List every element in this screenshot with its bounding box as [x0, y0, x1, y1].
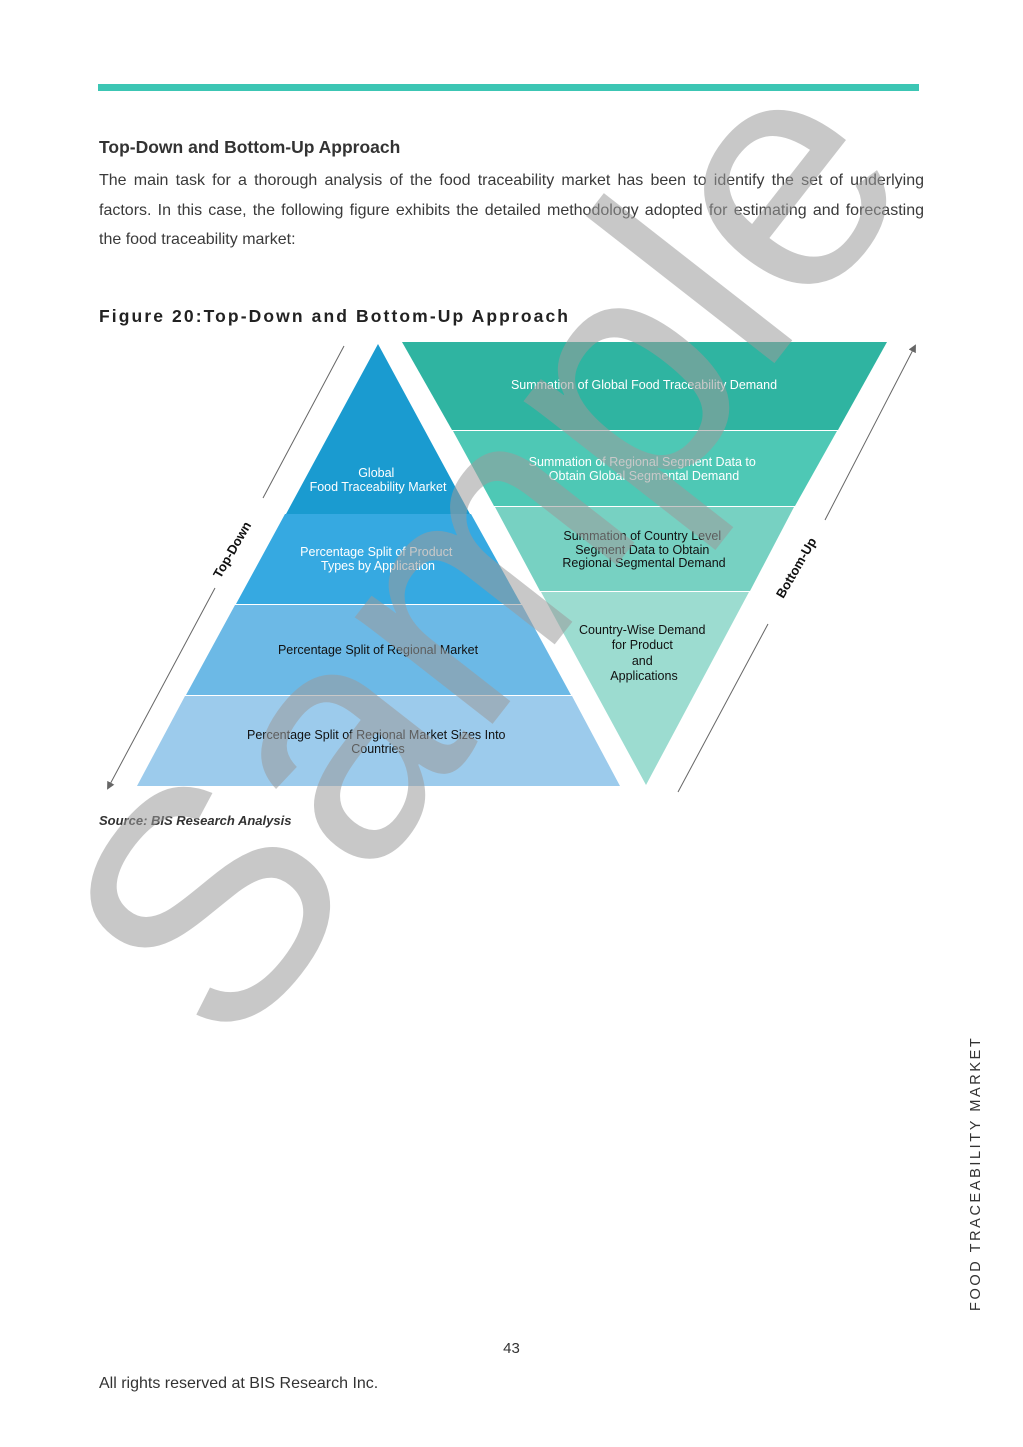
- inverted-label-2: Summation of Regional Segment Data to Ob…: [529, 455, 760, 483]
- inverted-label-3: Summation of Country Level Segment Data …: [562, 529, 725, 570]
- figure-caption: Figure 20:Top-Down and Bottom-Up Approac…: [99, 306, 571, 326]
- pyramid-label-2: Percentage Split of Product Types by App…: [300, 545, 456, 573]
- pyramid-label-4: Percentage Split of Regional Market Size…: [247, 728, 509, 756]
- top-down-label: Top-Down: [210, 519, 254, 581]
- pyramid-segment-4: [137, 696, 620, 786]
- top-accent-rule: [98, 84, 919, 91]
- intro-paragraph: The main task for a thorough analysis of…: [99, 172, 924, 248]
- page-number: 43: [503, 1340, 520, 1357]
- methodology-diagram: Top-Down Bottom-Up Global Food Traceabil…: [107, 342, 916, 793]
- top-down-arrow-upper: [262, 345, 345, 499]
- bottom-up-arrow-upper: [824, 344, 916, 521]
- pyramid-label-3: Percentage Split of Regional Market: [278, 643, 479, 657]
- inverted-label-1: Summation of Global Food Traceability De…: [511, 378, 777, 392]
- inverted-segment-2: [453, 431, 837, 506]
- pyramid-segment-2: [236, 514, 521, 604]
- bottom-up-label: Bottom-Up: [773, 535, 820, 601]
- inverted-segment-4: [541, 592, 749, 785]
- side-running-title: FOOD TRACEABILITY MARKET: [968, 1035, 984, 1311]
- pyramid-segment-3: [186, 605, 571, 695]
- inverted-segment-1: [402, 342, 887, 430]
- inverted-segment-3: [495, 507, 794, 591]
- figure-source: Source: BIS Research Analysis: [99, 813, 292, 828]
- pyramid-segment-1: [286, 344, 470, 514]
- footer-copyright: All rights reserved at BIS Research Inc.: [99, 1375, 379, 1392]
- bottom-up-arrow-lower: [677, 623, 769, 793]
- inverted-label-4: Country-Wise Demand for Product and Appl…: [579, 623, 709, 683]
- section-heading: Top-Down and Bottom-Up Approach: [99, 137, 401, 157]
- pyramid-label-1: Global Food Traceability Market: [310, 466, 447, 494]
- top-down-arrow-lower: [107, 587, 216, 790]
